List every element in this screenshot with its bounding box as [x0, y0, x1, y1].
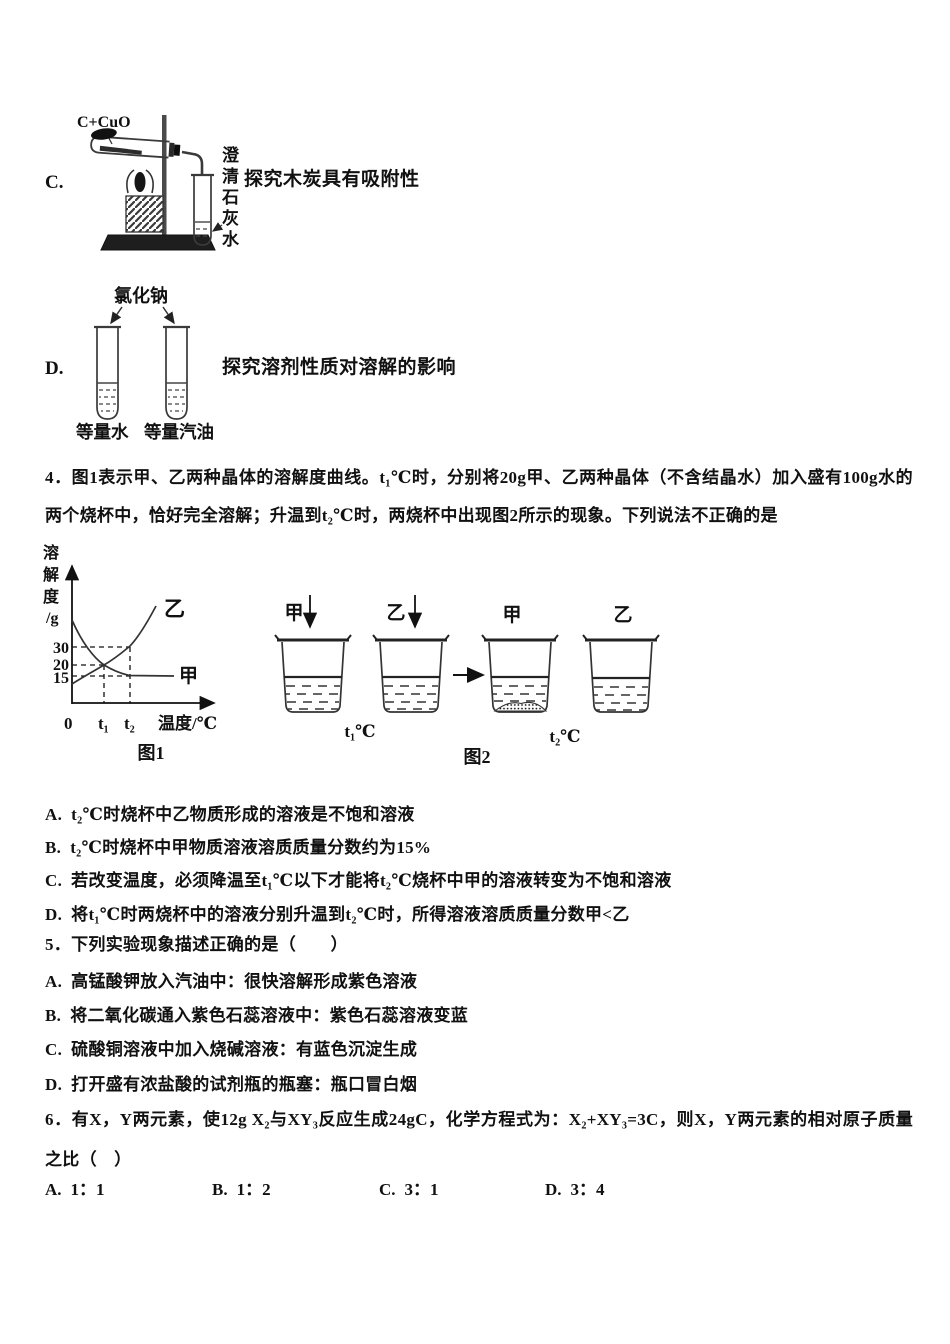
- beaker-phenomenon-diagram: 甲 乙 甲 乙: [274, 595, 660, 767]
- limewater-test-tube: [191, 173, 224, 246]
- x-axis-label: 温度/℃: [158, 713, 217, 733]
- option-c-label: C.: [45, 172, 64, 193]
- y-tick-15: 15: [53, 670, 69, 687]
- stand-rod: [162, 115, 167, 236]
- beaker1-label: 甲: [284, 603, 303, 624]
- option-text: 将t₁℃时两烧杯中的溶液分别升温到t₂℃时，所得溶液溶质质量分数甲<乙: [71, 905, 630, 924]
- temp-right-label: t₂℃: [549, 727, 580, 746]
- alcohol-lamp: [125, 169, 164, 233]
- arrow-to-right-tube-icon: [162, 306, 175, 325]
- clamp: [91, 128, 117, 140]
- delivery-tube: [181, 150, 204, 176]
- q5-option-b: B. 将二氧化碳通入紫色石蕊溶液中：紫色石蕊溶液变蓝: [45, 1007, 468, 1024]
- svg-text:解: 解: [43, 565, 59, 584]
- option-d-caption: 探究溶剂性质对溶解的影响: [222, 357, 457, 378]
- q5-option-c: C. 硫酸铜溶液中加入烧碱溶液：有蓝色沉淀生成: [45, 1041, 417, 1058]
- option-text: t₂℃时烧杯中乙物质形成的溶液是不饱和溶液: [71, 805, 415, 824]
- right-tube-label: 等量汽油: [144, 422, 214, 442]
- solute-label: 氯化钠: [114, 285, 168, 306]
- curve-jia: [71, 619, 175, 677]
- option-letter: C.: [379, 1180, 396, 1199]
- question-4-text: 4．图1表示甲、乙两种晶体的溶解度曲线。t₁℃时，分别将20g甲、乙两种晶体（不…: [45, 468, 913, 525]
- option-text: 3：1: [404, 1180, 439, 1199]
- limewater-pointer-arrow: [211, 222, 224, 232]
- beaker-1: [274, 634, 352, 713]
- option-text: 若改变温度，必须降温至t₁℃以下才能将t₂℃烧杯中甲的溶液转变为不饱和溶液: [71, 871, 672, 890]
- q5-option-d: D. 打开盛有浓盐酸的试剂瓶的瓶塞：瓶口冒白烟: [45, 1076, 417, 1093]
- option-letter: B.: [212, 1180, 228, 1199]
- dashed-guides: [72, 646, 131, 703]
- limewater-label: 澄清石灰水: [219, 146, 238, 251]
- option-text: 1：1: [70, 1180, 105, 1199]
- temp-left-label: t₁℃: [344, 722, 375, 741]
- option-letter: A.: [45, 805, 63, 824]
- water-test-tube: [94, 325, 121, 420]
- option-letter: A.: [45, 972, 63, 991]
- option-letter: D.: [45, 905, 63, 924]
- question-5-text: 5．下列实验现象描述正确的是（ ）: [45, 935, 348, 954]
- option-letter: C.: [45, 871, 63, 890]
- question-6-text: 6．有X，Y两元素，使12g X₂与XY₃反应生成24gC，化学方程式为：X₂+…: [45, 1110, 913, 1169]
- left-tube-label: 等量水: [76, 422, 129, 442]
- option-text: 打开盛有浓盐酸的试剂瓶的瓶塞：瓶口冒白烟: [71, 1075, 418, 1094]
- arrow-to-left-tube-icon: [110, 306, 123, 325]
- charcoal-powder: [99, 145, 142, 155]
- beaker3-label: 甲: [502, 605, 521, 626]
- stopper: [168, 142, 175, 157]
- option-letter: D.: [545, 1180, 562, 1199]
- solvent-comparison-diagram: 氯化钠 等量水 等量汽油: [76, 285, 214, 442]
- svg-text:度: 度: [43, 587, 60, 606]
- y-tick-20: 20: [53, 657, 69, 674]
- charcoal-adsorption-apparatus-diagram: C+CuO: [77, 114, 224, 251]
- option-text: 1：2: [236, 1180, 271, 1199]
- beaker2-label: 乙: [386, 603, 405, 624]
- x-tick-t1: t₁: [98, 714, 109, 733]
- gasoline-test-tube: [163, 325, 190, 420]
- beaker4-label: 乙: [613, 605, 632, 626]
- lamp-block: [125, 195, 164, 233]
- q6-option-c: C. 3：1: [379, 1181, 439, 1198]
- x-tick-0: 0: [64, 714, 73, 733]
- beaker-2: [372, 634, 450, 713]
- q4-option-c: C. 若改变温度，必须降温至t₁℃以下才能将t₂℃烧杯中甲的溶液转变为不饱和溶液: [45, 872, 672, 889]
- q6-option-d: D. 3：4: [545, 1181, 605, 1198]
- option-text: 硫酸铜溶液中加入烧碱溶液：有蓝色沉淀生成: [71, 1040, 418, 1059]
- curve-yi-label: 乙: [164, 597, 185, 621]
- fig2-caption: 图2: [464, 747, 491, 767]
- curve-jia-label: 甲: [179, 666, 198, 687]
- q5-option-a: A. 高锰酸钾放入汽油中：很快溶解形成紫色溶液: [45, 973, 417, 990]
- stand-base: [100, 234, 216, 251]
- option-text: 3：4: [570, 1180, 605, 1199]
- option-letter: A.: [45, 1180, 62, 1199]
- solubility-curve-chart: 溶 解 度 /g 30 20 15 乙 甲 0 t₁ t₂ 温度/℃ 图1: [43, 543, 217, 763]
- option-c-caption: 探究木炭具有吸附性: [244, 169, 420, 190]
- option-letter: B.: [45, 838, 62, 857]
- q6-option-a: A. 1：1: [45, 1181, 105, 1198]
- option-text: t₂℃时烧杯中甲物质溶液溶质质量分数约为15%: [70, 838, 432, 857]
- q4-option-b: B. t₂℃时烧杯中甲物质溶液溶质质量分数约为15%: [45, 839, 431, 856]
- y-tick-30: 30: [53, 640, 69, 657]
- q4-option-d: D. 将t₁℃时两烧杯中的溶液分别升温到t₂℃时，所得溶液溶质质量分数甲<乙: [45, 906, 630, 923]
- y-axis-label: 溶: [43, 543, 59, 562]
- beaker-4: [582, 634, 660, 713]
- y-axis-unit: /g: [45, 610, 58, 627]
- reactant-label: C+CuO: [77, 114, 131, 131]
- option-d-label: D.: [45, 358, 64, 379]
- option-letter: D.: [45, 1075, 63, 1094]
- q6-option-b: B. 1：2: [212, 1181, 271, 1198]
- option-text: 高锰酸钾放入汽油中：很快溶解形成紫色溶液: [71, 972, 418, 991]
- fig1-caption: 图1: [138, 743, 165, 763]
- flame-icon: [134, 172, 146, 192]
- precipitate: [493, 701, 548, 712]
- option-text: 将二氧化碳通入紫色石蕊溶液中：紫色石蕊溶液变蓝: [70, 1006, 469, 1025]
- option-letter: C.: [45, 1040, 63, 1059]
- curve-yi: [71, 605, 157, 685]
- horizontal-test-tube: [90, 128, 181, 159]
- x-tick-t2: t₂: [124, 714, 135, 733]
- beaker-3: [481, 634, 559, 713]
- q4-option-a: A. t₂℃时烧杯中乙物质形成的溶液是不饱和溶液: [45, 806, 415, 823]
- option-letter: B.: [45, 1006, 62, 1025]
